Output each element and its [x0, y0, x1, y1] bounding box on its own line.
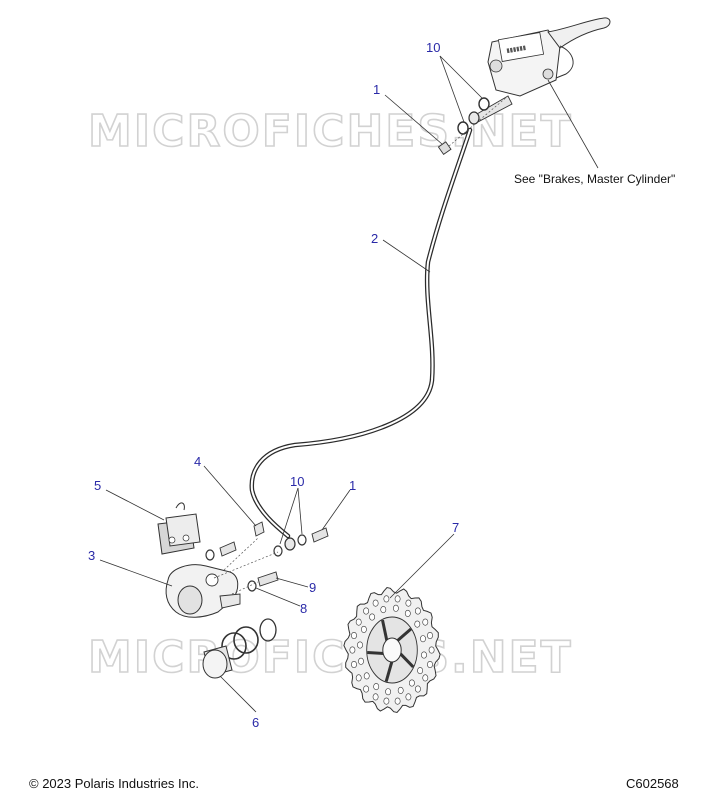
washer-mid-1 — [273, 545, 283, 557]
brake-caliper — [165, 564, 241, 618]
callout-5: 5 — [94, 478, 101, 493]
caliper-mount-bolt — [257, 571, 279, 587]
callout-9: 9 — [309, 580, 316, 595]
master-cylinder-note: See "Brakes, Master Cylinder" — [514, 172, 675, 186]
banjo-bolt-top — [437, 141, 452, 156]
washer-top-2 — [457, 121, 469, 135]
caliper-bolt-upper — [219, 541, 237, 557]
piston-and-seals — [202, 618, 277, 679]
brake-disc — [343, 586, 441, 714]
callout-3: 3 — [88, 548, 95, 563]
callout-1-mid: 1 — [349, 478, 356, 493]
brake-pads — [157, 502, 201, 555]
banjo-fitting-lower — [284, 537, 296, 551]
washer-caliper-left — [205, 549, 215, 561]
brake-hose — [249, 127, 473, 539]
callout-4: 4 — [194, 454, 201, 469]
washer-mid-2 — [297, 534, 307, 546]
drawing-code: C602568 — [626, 776, 679, 791]
callout-10-mid: 10 — [290, 474, 304, 489]
callout-7: 7 — [452, 520, 459, 535]
banjo-bolt-lower — [311, 527, 329, 543]
svg-text:▮▮▮▮▮▮: ▮▮▮▮▮▮ — [506, 44, 527, 54]
bleeder-screw — [253, 521, 265, 537]
copyright-text: © 2023 Polaris Industries Inc. — [29, 776, 199, 791]
banjo-fitting-top — [468, 111, 480, 125]
callout-2: 2 — [371, 231, 378, 246]
master-cylinder: ▮▮▮▮▮▮ — [469, 17, 611, 125]
callout-8: 8 — [300, 601, 307, 616]
callout-6: 6 — [252, 715, 259, 730]
watermark-bottom: MICROFICHES.NET — [88, 632, 573, 683]
caliper-mount-washer — [247, 580, 257, 592]
watermark-top: MICROFICHES.NET — [88, 106, 573, 157]
washer-top-1 — [478, 97, 490, 111]
callout-10-top: 10 — [426, 40, 440, 55]
callout-1-top: 1 — [373, 82, 380, 97]
